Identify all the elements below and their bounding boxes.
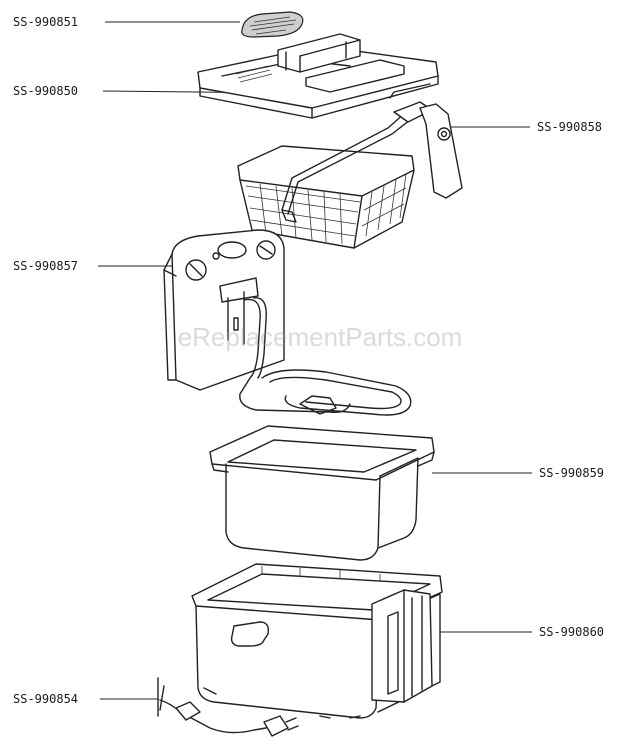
- part-label-basket: SS-990858: [537, 120, 603, 134]
- bowl-part: [209, 425, 435, 561]
- part-label-lid: SS-990850: [13, 84, 79, 98]
- power-cord-part: [157, 677, 299, 737]
- control-panel-part: [163, 229, 412, 416]
- basket-part: [237, 101, 463, 249]
- filter-part: [241, 11, 304, 38]
- part-label-filter: SS-990851: [13, 15, 79, 29]
- part-label-power-cord: SS-990854: [13, 692, 79, 706]
- lid-part: [197, 33, 439, 119]
- housing-part: [191, 563, 443, 719]
- part-label-bowl: SS-990859: [539, 466, 605, 480]
- part-label-housing: SS-990860: [539, 625, 605, 639]
- part-label-control-panel: SS-990857: [13, 259, 79, 273]
